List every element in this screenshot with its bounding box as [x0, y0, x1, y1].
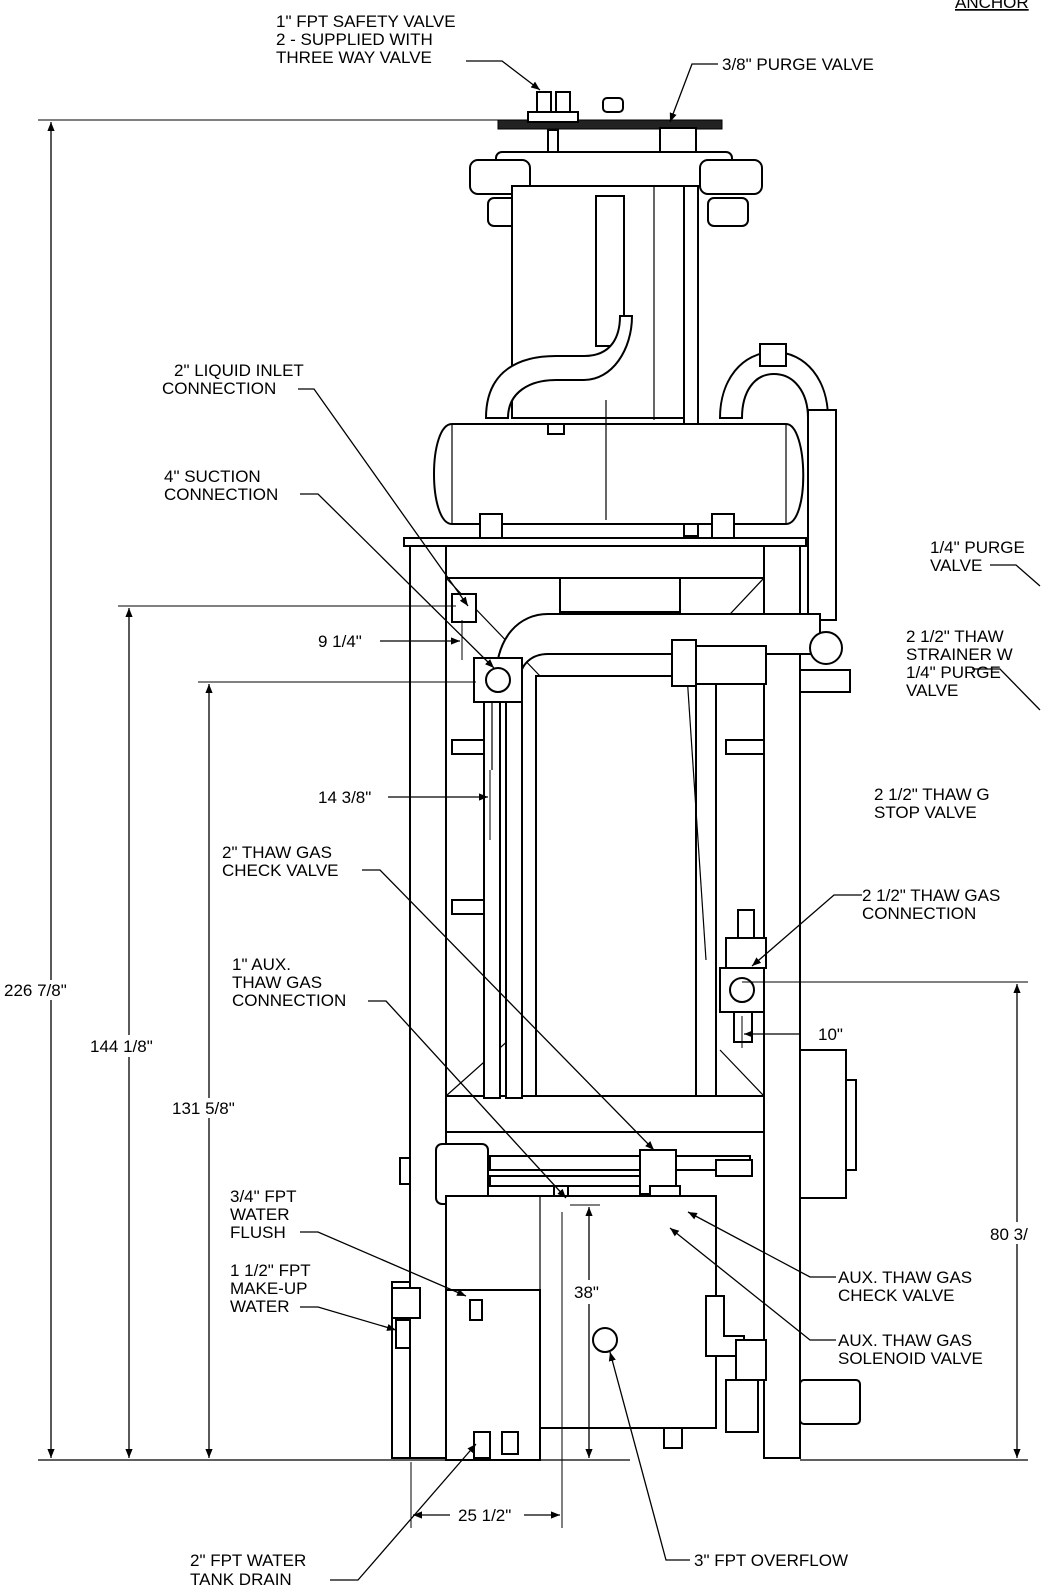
leader-thaw-connection	[751, 894, 862, 967]
horizontal-receiver	[433, 423, 805, 525]
tank-drain-label-2: TANK DRAIN	[190, 1570, 292, 1589]
thaw-check-label-1: 2" THAW GAS	[222, 843, 332, 862]
top-fitting	[602, 97, 624, 113]
leader-water-flush	[300, 1231, 467, 1297]
safety-valve-label-3: THREE WAY VALVE	[276, 48, 432, 67]
dim-overall-height: 226 7/8"	[4, 981, 67, 1000]
leader-aux-check	[687, 1211, 836, 1278]
thaw-gas-valve	[719, 909, 767, 1043]
thaw-connection-label-1: 2 1/2" THAW GAS	[862, 886, 1000, 905]
evaporator-core	[535, 675, 697, 1097]
liquid-inlet-label-1: 2" LIQUID INLET	[174, 361, 304, 380]
purge-right-label-2: VALVE	[930, 556, 982, 575]
dim-suction-height: 144 1/8"	[90, 1037, 153, 1056]
purge-right-label-1: 1/4" PURGE	[930, 538, 1025, 557]
safety-valve-label-2: 2 - SUPPLIED WITH	[276, 30, 433, 49]
suction-header	[494, 613, 821, 681]
hand-wheel	[809, 631, 843, 665]
thaw-strainer-label-2: STRAINER W	[906, 645, 1013, 664]
thaw-check-label-2: CHECK VALVE	[222, 861, 339, 880]
leader-liquid-inlet	[298, 388, 469, 607]
leader-aux-thaw	[368, 1000, 567, 1199]
makeup-water-label-2: MAKE-UP	[230, 1279, 307, 1298]
dim-14-3-8: 14 3/8"	[318, 788, 371, 807]
thaw-strainer-label-4-visible: VALVE	[906, 681, 958, 700]
leader-thaw-strainer	[972, 668, 1041, 711]
thaw-stop-label-1: 2 1/2" THAW G	[874, 785, 990, 804]
safety-valve-assembly	[527, 91, 579, 163]
makeup-water-label-3: WATER	[230, 1297, 290, 1316]
tank-drain-label-1: 2" FPT WATER	[190, 1551, 306, 1570]
thaw-stop-label-2: STOP VALVE	[874, 803, 977, 822]
leader-overflow	[608, 1351, 690, 1561]
overflow-label: 3" FPT OVERFLOW	[694, 1551, 848, 1570]
leader-thaw-check	[362, 869, 655, 1151]
leader-lines	[298, 60, 1041, 1581]
liquid-inlet-flange	[451, 593, 477, 623]
dim-38: 38"	[574, 1283, 599, 1302]
aux-solenoid-label-1: AUX. THAW GAS	[838, 1331, 972, 1350]
top-plate	[497, 119, 723, 130]
leader-tank-drain	[330, 1443, 477, 1581]
dim-25-1-2: 25 1/2"	[458, 1506, 511, 1525]
dim-9-1-4: 9 1/4"	[318, 632, 362, 651]
aux-thaw-label-3: CONNECTION	[232, 991, 346, 1010]
leader-suction	[300, 493, 495, 669]
overflow-port	[592, 1327, 618, 1353]
dim-liquid-inlet-height: 131 5/8"	[172, 1099, 235, 1118]
upper-header	[495, 151, 733, 187]
suction-label-1: 4" SUCTION	[164, 467, 261, 486]
thaw-connection-label-2: CONNECTION	[862, 904, 976, 923]
leader-purge-right	[990, 564, 1041, 587]
makeup-water-label-1: 1 1/2" FPT	[230, 1261, 311, 1280]
leader-aux-solenoid	[669, 1227, 836, 1341]
dimension-lines	[38, 119, 1028, 1528]
aux-thaw-label-2: THAW GAS	[232, 973, 322, 992]
purge-valve-top-label: 3/8" PURGE VALVE	[722, 55, 874, 74]
aux-solenoid-label-2: SOLENOID VALVE	[838, 1349, 983, 1368]
leader-purge-top	[669, 63, 718, 123]
aux-check-label-2: CHECK VALVE	[838, 1286, 955, 1305]
leader-makeup-water	[300, 1306, 397, 1331]
labels: ANCHOR 1" FPT SAFETY VALVE 2 - SUPPLIED …	[4, 0, 1029, 1589]
aux-check-label-1: AUX. THAW GAS	[838, 1268, 972, 1287]
dim-10: 10"	[818, 1025, 843, 1044]
header-anchor-label: ANCHOR	[955, 0, 1029, 12]
water-flush-label-3: FLUSH	[230, 1223, 286, 1242]
leader-safety-valve	[466, 60, 541, 91]
liquid-inlet-label-2: CONNECTION	[162, 379, 276, 398]
dim-80-3: 80 3/	[990, 1225, 1028, 1244]
water-flush-label-2: WATER	[230, 1205, 290, 1224]
safety-valve-label-1: 1" FPT SAFETY VALVE	[276, 12, 456, 31]
equipment-body	[391, 91, 861, 1461]
suction-label-2: CONNECTION	[164, 485, 278, 504]
water-flush-label-1: 3/4" FPT	[230, 1187, 297, 1206]
aux-thaw-label-1: 1" AUX.	[232, 955, 291, 974]
thaw-strainer-label-1: 2 1/2" THAW	[906, 627, 1004, 646]
thaw-strainer-label-3: 1/4" PURGE	[906, 663, 1001, 682]
